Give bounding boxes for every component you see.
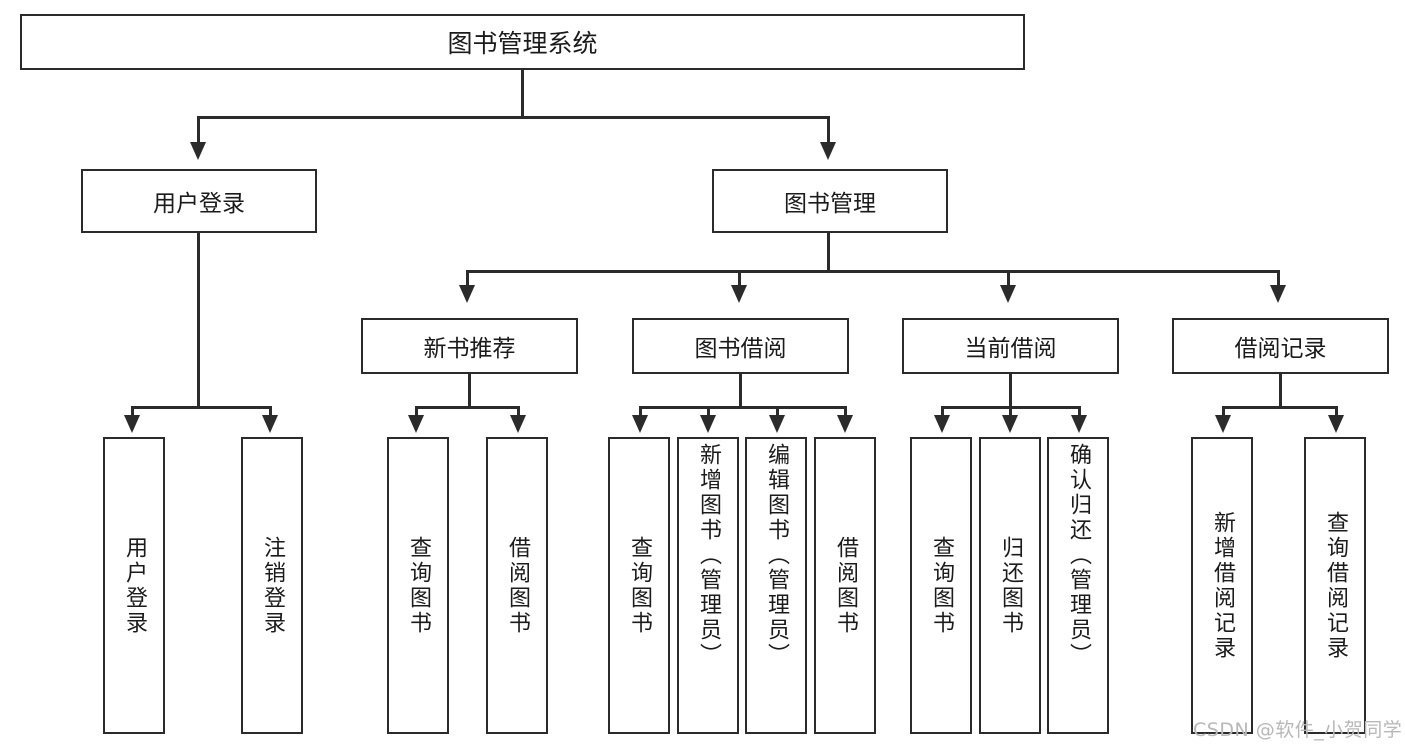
connector-nb-to-leaf-1 bbox=[415, 406, 418, 418]
connector-bb-to-leaf-1 bbox=[639, 406, 642, 418]
watermark-text: CSDN @软件_小贺同学 bbox=[1193, 719, 1403, 741]
node-new-book-recommend[interactable]: 新书推荐 bbox=[361, 318, 578, 374]
connector-bm-to-borrow-record bbox=[1277, 270, 1280, 287]
connector-new-book-bus bbox=[415, 406, 520, 409]
leaf-query-borrow-record[interactable]: 查询借阅记录 bbox=[1304, 437, 1366, 734]
connector-br-to-leaf-1 bbox=[1222, 406, 1225, 418]
connector-root-stem bbox=[521, 70, 524, 118]
leaf-add-book-admin[interactable]: 新增图书（管理员） bbox=[677, 437, 739, 734]
leaf-label: 编辑图书（管理员） bbox=[764, 443, 789, 668]
leaf-edit-book-admin[interactable]: 编辑图书（管理员） bbox=[745, 437, 807, 734]
leaf-label: 用户登录 bbox=[122, 535, 147, 636]
node-label: 新书推荐 bbox=[423, 336, 516, 362]
connector-bm-to-new-book bbox=[466, 270, 469, 287]
connector-new-book-stem bbox=[468, 374, 471, 408]
arrow-to-leaf-user-login bbox=[124, 415, 140, 433]
leaf-add-borrow-record[interactable]: 新增借阅记录 bbox=[1191, 437, 1253, 734]
arrow-to-new-book-recommend bbox=[459, 285, 475, 303]
connector-cb-to-leaf-3 bbox=[1078, 406, 1081, 418]
leaf-label: 确认归还（管理员） bbox=[1066, 443, 1091, 668]
connector-book-management-stem bbox=[827, 233, 830, 272]
arrow-to-current-borrow bbox=[1000, 285, 1016, 303]
connector-br-to-leaf-2 bbox=[1335, 406, 1338, 418]
connector-root-to-book-management bbox=[827, 116, 830, 144]
leaf-label: 查询图书 bbox=[929, 535, 954, 636]
arrow-to-borrow-record bbox=[1270, 285, 1286, 303]
connector-bb-to-leaf-3 bbox=[776, 406, 779, 418]
connector-bm-to-book-borrow bbox=[738, 270, 741, 287]
node-user-login[interactable]: 用户登录 bbox=[81, 169, 317, 233]
node-label: 用户登录 bbox=[153, 191, 245, 217]
node-label: 图书管理系统 bbox=[447, 29, 598, 58]
leaf-label: 查询图书 bbox=[627, 535, 652, 636]
leaf-label: 新增借阅记录 bbox=[1210, 510, 1235, 661]
leaf-query-book-3[interactable]: 查询图书 bbox=[910, 437, 972, 734]
leaf-label: 查询图书 bbox=[406, 535, 431, 636]
node-label: 当前借阅 bbox=[964, 336, 1057, 362]
node-book-management-system[interactable]: 图书管理系统 bbox=[20, 14, 1025, 70]
connector-nb-to-leaf-2 bbox=[517, 406, 520, 418]
connector-bm-to-current-borrow bbox=[1007, 270, 1010, 287]
arrow-to-leaf-add-borrow-record bbox=[1215, 415, 1231, 433]
node-book-borrow[interactable]: 图书借阅 bbox=[632, 318, 849, 374]
connector-root-to-user-login bbox=[197, 116, 200, 144]
connector-borrow-record-stem bbox=[1279, 374, 1282, 408]
connector-user-login-to-leaf-2 bbox=[269, 406, 272, 418]
connector-book-management-bus bbox=[466, 270, 1280, 273]
connector-bb-to-leaf-2 bbox=[707, 406, 710, 418]
connector-cb-to-leaf-1 bbox=[941, 406, 944, 418]
connector-borrow-record-bus bbox=[1222, 406, 1338, 409]
connector-root-bus bbox=[197, 116, 829, 119]
node-label: 图书借阅 bbox=[694, 336, 787, 362]
arrow-to-leaf-return-book bbox=[1002, 415, 1018, 433]
leaf-label: 注销登录 bbox=[260, 535, 285, 636]
leaf-label: 借阅图书 bbox=[505, 535, 530, 636]
leaf-label: 归还图书 bbox=[998, 535, 1023, 636]
connector-user-login-stem bbox=[197, 233, 200, 409]
leaf-query-book-1[interactable]: 查询图书 bbox=[387, 437, 449, 734]
node-label: 图书管理 bbox=[784, 191, 876, 217]
arrow-to-leaf-borrow-book-2 bbox=[837, 415, 853, 433]
connector-user-login-to-leaf-1 bbox=[131, 406, 134, 418]
arrow-to-leaf-query-borrow-record bbox=[1328, 415, 1344, 433]
connector-book-borrow-bus bbox=[639, 406, 847, 409]
arrow-to-leaf-confirm-return bbox=[1071, 415, 1087, 433]
leaf-label: 借阅图书 bbox=[833, 535, 858, 636]
arrow-to-book-management bbox=[820, 142, 836, 160]
node-current-borrow[interactable]: 当前借阅 bbox=[902, 318, 1119, 374]
arrow-to-user-login bbox=[190, 142, 206, 160]
arrow-to-leaf-add-book bbox=[700, 415, 716, 433]
leaf-borrow-book-2[interactable]: 借阅图书 bbox=[814, 437, 876, 734]
arrow-to-leaf-logout-login bbox=[262, 415, 278, 433]
node-label: 借阅记录 bbox=[1234, 336, 1327, 362]
arrow-to-leaf-query-book-3 bbox=[934, 415, 950, 433]
arrow-to-leaf-query-book-1 bbox=[408, 415, 424, 433]
connector-current-borrow-stem bbox=[1009, 374, 1012, 408]
connector-user-login-bus bbox=[131, 406, 269, 409]
connector-bb-to-leaf-4 bbox=[844, 406, 847, 418]
node-borrow-record[interactable]: 借阅记录 bbox=[1172, 318, 1389, 374]
leaf-borrow-book-1[interactable]: 借阅图书 bbox=[486, 437, 548, 734]
arrow-to-leaf-borrow-book-1 bbox=[510, 415, 526, 433]
leaf-return-book[interactable]: 归还图书 bbox=[979, 437, 1041, 734]
connector-book-borrow-stem bbox=[739, 374, 742, 408]
leaf-confirm-return-admin[interactable]: 确认归还（管理员） bbox=[1047, 437, 1109, 734]
leaf-user-login[interactable]: 用户登录 bbox=[103, 437, 165, 734]
leaf-query-book-2[interactable]: 查询图书 bbox=[608, 437, 670, 734]
arrow-to-leaf-query-book-2 bbox=[632, 415, 648, 433]
arrow-to-leaf-edit-book bbox=[769, 415, 785, 433]
leaf-label: 新增图书（管理员） bbox=[696, 443, 721, 668]
arrow-to-book-borrow bbox=[731, 285, 747, 303]
leaf-label: 查询借阅记录 bbox=[1323, 510, 1348, 661]
node-book-management[interactable]: 图书管理 bbox=[712, 169, 948, 233]
connector-cb-to-leaf-2 bbox=[1009, 406, 1012, 418]
leaf-logout-login[interactable]: 注销登录 bbox=[241, 437, 303, 734]
